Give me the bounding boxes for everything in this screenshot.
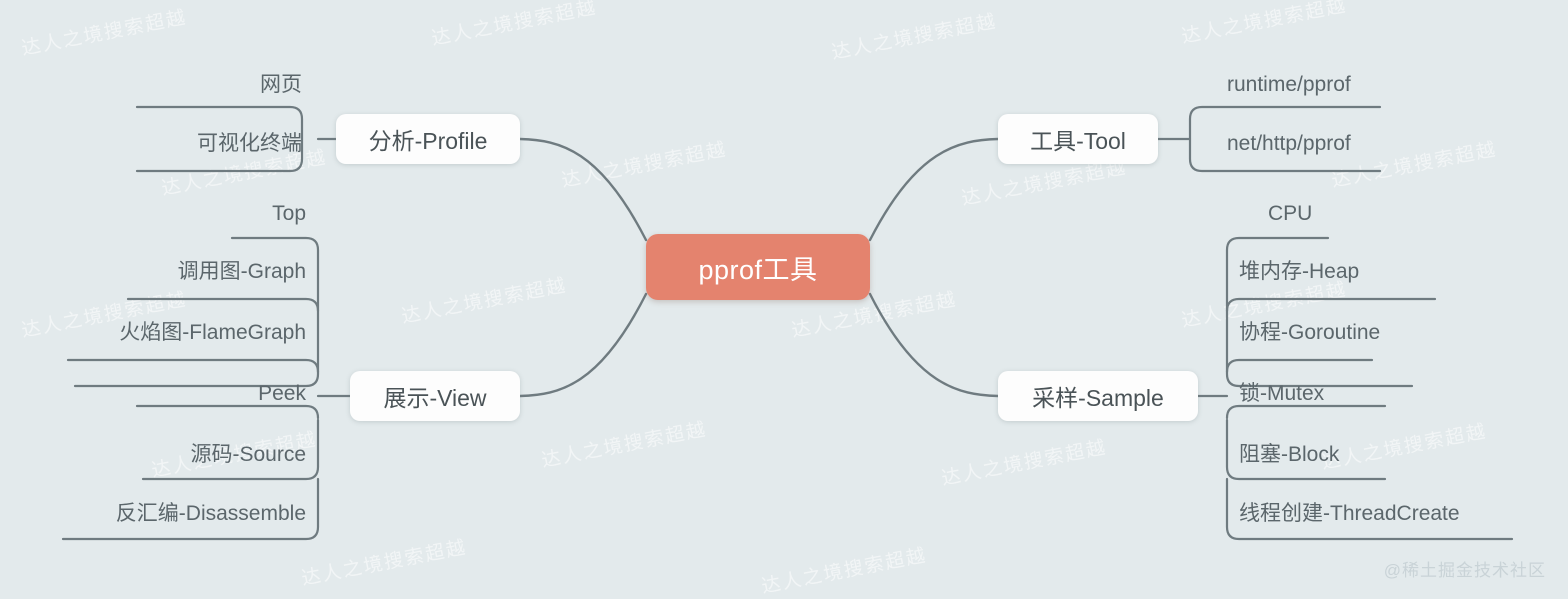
leaf-view-4[interactable]: 源码-Source [190, 443, 306, 466]
branch-node-view[interactable]: 展示-View [350, 371, 520, 421]
link-root-view [518, 292, 648, 398]
leaf-view-1[interactable]: 调用图-Graph [177, 260, 306, 283]
branch-label-profile: 分析-Profile [368, 128, 488, 154]
spine-view-bot3 [61, 477, 320, 541]
corner-watermark: @稀土掘金技术社区 [1383, 561, 1546, 580]
leaf-sample-2[interactable]: 协程-Goroutine [1239, 321, 1381, 344]
leaf-view-2[interactable]: 火焰图-FlameGraph [119, 321, 306, 344]
leaf-sample-4[interactable]: 阻塞-Block [1239, 443, 1340, 466]
spine-view-bot2 [141, 418, 320, 481]
root-label: pprof工具 [698, 254, 818, 285]
leaf-view-0[interactable]: Top [272, 202, 306, 225]
leaf-profile-0[interactable]: 网页 [260, 73, 302, 96]
branch-node-profile[interactable]: 分析-Profile [336, 114, 520, 164]
spine-view-mid [126, 297, 320, 313]
spine-view-mid2 [66, 358, 320, 374]
spine-sample-bot2 [1225, 418, 1387, 481]
leaf-view-3[interactable]: Peek [258, 382, 306, 405]
link-root-profile [518, 137, 648, 242]
spine-profile [135, 105, 304, 173]
spine-sample-bot [1225, 404, 1387, 420]
branch-node-sample[interactable]: 采样-Sample [998, 371, 1198, 421]
leaf-profile-1[interactable]: 可视化终端 [197, 132, 302, 155]
leaf-sample-3[interactable]: 锁-Mutex [1239, 382, 1325, 405]
branch-label-tool: 工具-Tool [1030, 128, 1126, 154]
leaf-sample-1[interactable]: 堆内存-Heap [1239, 260, 1360, 283]
root-node[interactable]: pprof工具 [646, 234, 870, 300]
spine-sample-bot3 [1225, 477, 1514, 541]
leaf-view-5[interactable]: 反汇编-Disassemble [115, 502, 306, 525]
branch-label-sample: 采样-Sample [1032, 385, 1164, 411]
leaf-tool-1[interactable]: net/http/pprof [1227, 132, 1351, 155]
spine-tool [1188, 105, 1382, 173]
branch-node-tool[interactable]: 工具-Tool [998, 114, 1158, 164]
link-root-tool [868, 137, 1000, 242]
spine-sample-mid [1225, 297, 1437, 313]
branch-label-view: 展示-View [383, 385, 487, 411]
leaf-tool-0[interactable]: runtime/pprof [1227, 73, 1351, 96]
leaf-sample-5[interactable]: 线程创建-ThreadCreate [1239, 502, 1460, 525]
spine-sample-mid2 [1225, 358, 1374, 374]
leaf-sample-0[interactable]: CPU [1268, 202, 1313, 225]
link-root-sample [868, 292, 1000, 398]
spine-view-bot [135, 404, 320, 420]
